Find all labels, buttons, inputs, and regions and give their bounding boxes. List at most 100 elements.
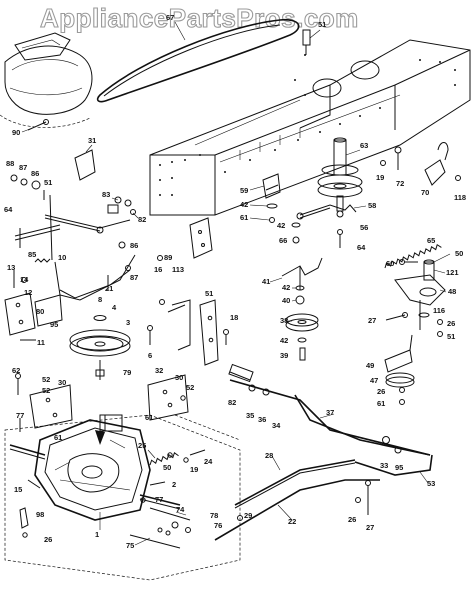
callout-19: 19 bbox=[376, 173, 384, 182]
part-70-bracket bbox=[424, 142, 461, 186]
callout-27-b: 27 bbox=[366, 523, 374, 532]
leader-lines bbox=[21, 21, 451, 546]
part-22-rod bbox=[214, 479, 380, 541]
callout-27: 27 bbox=[368, 316, 376, 325]
callout-32: 32 bbox=[155, 366, 163, 375]
callout-38: 38 bbox=[280, 316, 288, 325]
part-15-bolt bbox=[27, 479, 41, 489]
callout-59: 59 bbox=[240, 186, 248, 195]
part-37-rod bbox=[294, 394, 431, 456]
callout-77-b: 77 bbox=[155, 495, 163, 504]
callout-116: 116 bbox=[433, 306, 445, 315]
callout-42-c: 42 bbox=[282, 283, 290, 292]
callout-64: 64 bbox=[4, 205, 13, 214]
callout-113: 113 bbox=[172, 265, 184, 274]
part-95-bushing bbox=[394, 446, 402, 454]
callout-26-c: 26 bbox=[44, 535, 52, 544]
callout-31: 31 bbox=[88, 136, 96, 145]
callout-85: 85 bbox=[28, 250, 36, 259]
callout-3: 3 bbox=[126, 318, 130, 327]
part-25-spring bbox=[149, 452, 179, 466]
part-19-nut bbox=[380, 160, 386, 166]
callout-37: 37 bbox=[326, 408, 334, 417]
part-48-bracket bbox=[394, 274, 446, 330]
part-42-washer-a bbox=[266, 203, 278, 209]
callout-61-b: 61 bbox=[377, 399, 385, 408]
callout-22: 22 bbox=[288, 517, 296, 526]
part-3-transmission-pulley bbox=[69, 329, 131, 357]
part-87-bolt bbox=[125, 265, 131, 271]
part-28-rod bbox=[234, 459, 356, 509]
callout-66: 66 bbox=[279, 236, 287, 245]
callout-53: 53 bbox=[427, 479, 435, 488]
part-116-washer bbox=[418, 312, 430, 318]
part-40-pulley-small bbox=[295, 295, 305, 305]
callout-26: 26 bbox=[447, 319, 455, 328]
callout-78: 78 bbox=[210, 511, 218, 520]
callout-87-lower: 87 bbox=[130, 273, 138, 282]
callout-58: 58 bbox=[368, 201, 376, 210]
part-50-bolt-b bbox=[167, 452, 173, 458]
callout-8: 8 bbox=[98, 295, 102, 304]
callout-72: 72 bbox=[396, 179, 404, 188]
callout-34: 34 bbox=[272, 421, 281, 430]
part-29-washer bbox=[237, 515, 243, 521]
part-35-washer bbox=[248, 384, 256, 392]
part-27-bolt-a bbox=[385, 312, 408, 321]
part-66-bushing bbox=[292, 236, 300, 244]
callout-48: 48 bbox=[448, 287, 456, 296]
part-83-washer bbox=[114, 196, 132, 207]
callout-25: 25 bbox=[138, 441, 146, 450]
callout-79: 79 bbox=[123, 368, 131, 377]
part-51-pin-top bbox=[302, 29, 311, 55]
part-62-bolt bbox=[15, 373, 21, 395]
part-59-bracket bbox=[262, 173, 281, 199]
part-64-bolt bbox=[337, 229, 343, 248]
callout-26-d: 26 bbox=[348, 515, 356, 524]
part-10-rod bbox=[54, 254, 136, 301]
callout-30-mid: 30 bbox=[175, 373, 183, 382]
part-38-pulley bbox=[285, 313, 319, 332]
part-89-pin bbox=[157, 255, 163, 261]
callout-51: 51 bbox=[318, 20, 326, 29]
part-14-nut bbox=[21, 277, 27, 283]
part-90-bolt bbox=[27, 119, 49, 131]
part-34-rod bbox=[229, 379, 431, 456]
callout-28: 28 bbox=[265, 451, 273, 460]
callout-6: 6 bbox=[148, 351, 152, 360]
callout-80: 80 bbox=[36, 307, 44, 316]
callout-98: 98 bbox=[36, 510, 44, 519]
callout-42-d: 42 bbox=[280, 336, 288, 345]
callout-36: 36 bbox=[258, 415, 266, 424]
tractor-frame bbox=[149, 39, 471, 216]
callout-65: 65 bbox=[427, 236, 435, 245]
callout-15: 15 bbox=[14, 485, 22, 494]
callout-83: 83 bbox=[102, 190, 110, 199]
part-26-washer-c bbox=[22, 532, 28, 538]
callout-61-mid: 61 bbox=[145, 413, 153, 422]
part-72-bolt bbox=[394, 146, 402, 170]
part-2-pin bbox=[149, 481, 166, 486]
part-6-bolt bbox=[147, 325, 153, 345]
callout-62: 62 bbox=[12, 366, 20, 375]
part-77-bolt-b bbox=[140, 497, 146, 503]
callout-118: 118 bbox=[454, 193, 466, 202]
callout-82-b: 82 bbox=[228, 398, 236, 407]
part-64-shift-rod bbox=[14, 224, 61, 248]
part-76-nut bbox=[185, 527, 191, 533]
callout-88: 88 bbox=[6, 159, 14, 168]
part-55-spring bbox=[384, 243, 442, 269]
part-82-rod-short bbox=[228, 363, 254, 383]
part-86-shift-lever bbox=[44, 194, 131, 261]
callout-52-b: 52 bbox=[42, 386, 50, 395]
part-33-washer bbox=[382, 436, 390, 444]
callout-21: 21 bbox=[105, 284, 113, 293]
callout-95-right: 95 bbox=[395, 463, 403, 472]
callout-42: 42 bbox=[240, 200, 248, 209]
part-67-drive-belt bbox=[96, 18, 300, 103]
callout-63: 63 bbox=[360, 141, 368, 150]
callout-60: 60 bbox=[386, 259, 394, 268]
callout-18: 18 bbox=[230, 313, 238, 322]
